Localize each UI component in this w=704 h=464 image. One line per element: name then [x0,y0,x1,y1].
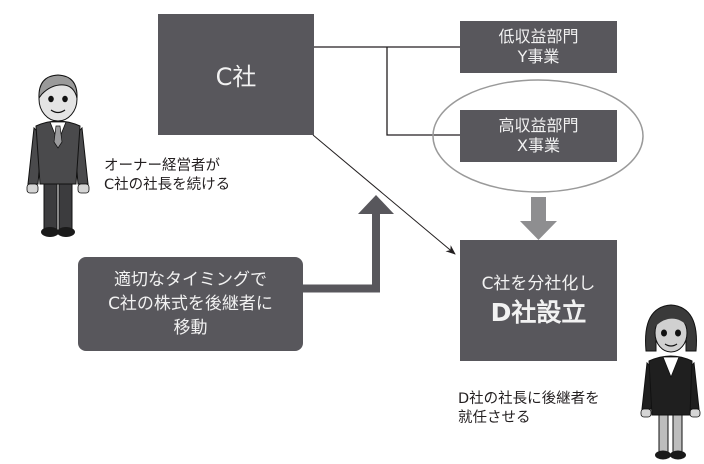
owner-caption-line-2: C社の社長を続ける [104,177,231,193]
successor-caption: D社の社長に後継者を 就任させる [458,390,600,428]
share-transfer-arrowhead [358,195,394,214]
successor-caption-line-2: 就任させる [458,410,531,426]
low-profit-division-box: 低収益部門 Y事業 [460,21,617,73]
spin-off-label: C社を分社化し [481,273,596,294]
share-transfer-line-1: 適切なタイミングで [114,270,267,290]
split-down-arrow [520,197,557,240]
connector-c-to-x [386,47,460,136]
company-c-label: C社 [215,63,257,91]
share-transfer-arrow-shaft [303,212,380,293]
low-profit-division-label: 低収益部門 [498,27,579,46]
owner-caption: オーナー経営者が C社の社長を続ける [104,157,230,195]
share-transfer-line-3: 移動 [173,318,208,338]
high-profit-division-box: 高収益部門 X事業 [460,110,617,162]
arrow-c-to-d [312,134,456,255]
businesswoman-icon [640,304,701,460]
high-profit-division-label: 高収益部門 [498,116,579,135]
y-business-label: Y事業 [517,47,560,66]
x-business-label: X事業 [517,136,560,155]
businessman-icon [26,74,90,237]
share-transfer-box: 適切なタイミングで C社の株式を後継者に 移動 [78,257,303,351]
highlight-ellipse [432,79,644,193]
successor-caption-line-1: D社の社長に後継者を [458,391,600,407]
company-c-box: C社 [158,14,314,135]
company-d-label: D社設立 [490,297,587,327]
company-d-box: C社を分社化し D社設立 [460,240,617,361]
share-transfer-line-2: C社の株式を後継者に [108,294,273,314]
owner-caption-line-1: オーナー経営者が [104,158,220,174]
